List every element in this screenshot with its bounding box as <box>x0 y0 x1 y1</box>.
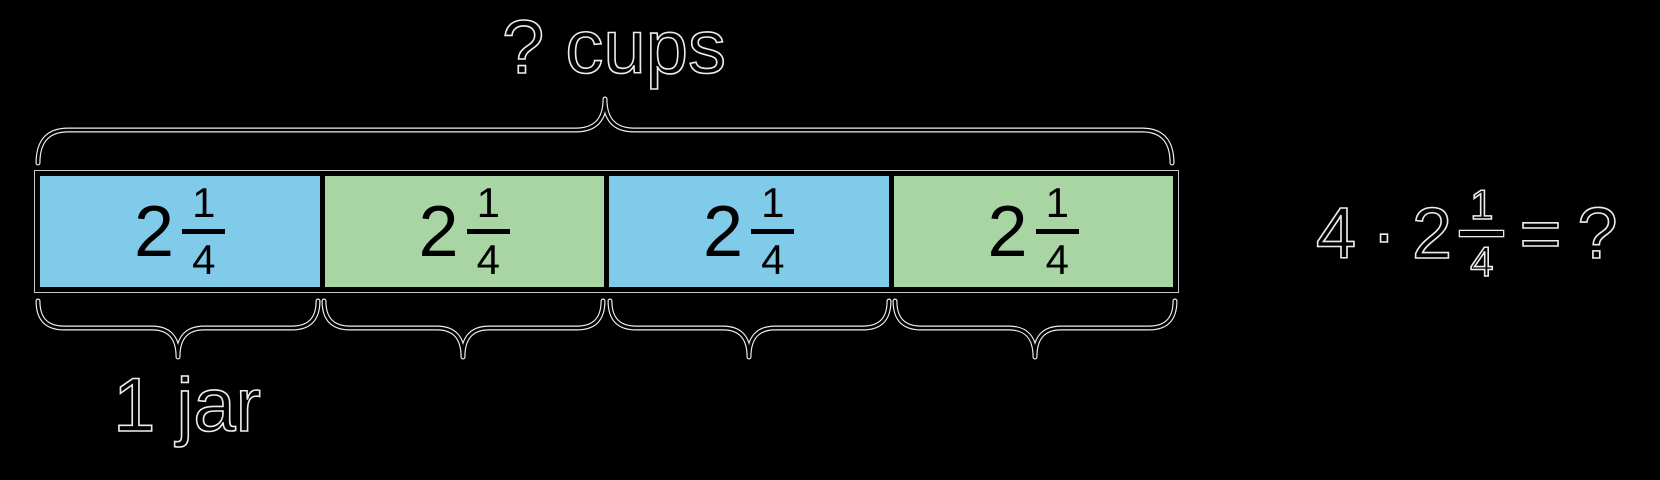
fraction-numerator: 1 <box>1045 179 1069 226</box>
tape-cell-1: 2 1 4 <box>40 176 320 287</box>
cell-whole-number: 2 <box>418 191 459 272</box>
fraction-bar <box>751 229 795 234</box>
multiplication-dot-icon: · <box>1371 193 1397 274</box>
fraction-bar <box>1035 229 1079 234</box>
fraction-denominator: 4 <box>761 236 785 283</box>
fraction-denominator: 4 <box>476 236 500 283</box>
equation-whole-number: 2 <box>1411 193 1453 274</box>
cell-fraction: 1 4 <box>751 179 795 283</box>
cell-whole-number: 2 <box>987 191 1028 272</box>
equation-factor: 4 <box>1315 193 1357 274</box>
fraction-numerator: 1 <box>476 179 500 226</box>
tape-cell-4: 2 1 4 <box>893 176 1173 287</box>
total-cups-label: ? cups <box>501 5 727 90</box>
fraction-bar <box>1460 231 1504 236</box>
bottom-brace-4 <box>892 298 1178 360</box>
one-jar-label: 1 jar <box>112 363 261 448</box>
cell-fraction: 1 4 <box>466 179 510 283</box>
tape-cell-3: 2 1 4 <box>609 176 889 287</box>
fraction-denominator: 4 <box>1469 238 1494 285</box>
tape-cell-2: 2 1 4 <box>324 176 604 287</box>
cell-whole-number: 2 <box>134 191 175 272</box>
fraction-numerator: 1 <box>1469 181 1494 228</box>
fraction-numerator: 1 <box>761 179 785 226</box>
tape-bar: 2 1 4 2 1 4 2 1 4 2 <box>34 170 1179 293</box>
bottom-brace-2 <box>321 298 606 360</box>
bottom-brace-1 <box>35 298 321 360</box>
equation: 4 · 2 1 4 = ? <box>1315 181 1619 285</box>
equation-fraction: 1 4 <box>1460 181 1504 285</box>
equals-sign: = <box>1519 193 1563 274</box>
equation-result-question: ? <box>1577 193 1619 274</box>
top-brace <box>35 96 1175 166</box>
fraction-bar <box>466 229 510 234</box>
fraction-bar <box>182 229 226 234</box>
fraction-numerator: 1 <box>192 179 216 226</box>
cell-fraction: 1 4 <box>182 179 226 283</box>
cell-whole-number: 2 <box>703 191 744 272</box>
fraction-denominator: 4 <box>1045 236 1069 283</box>
cell-fraction: 1 4 <box>1035 179 1079 283</box>
bottom-brace-3 <box>607 298 892 360</box>
fraction-denominator: 4 <box>192 236 216 283</box>
